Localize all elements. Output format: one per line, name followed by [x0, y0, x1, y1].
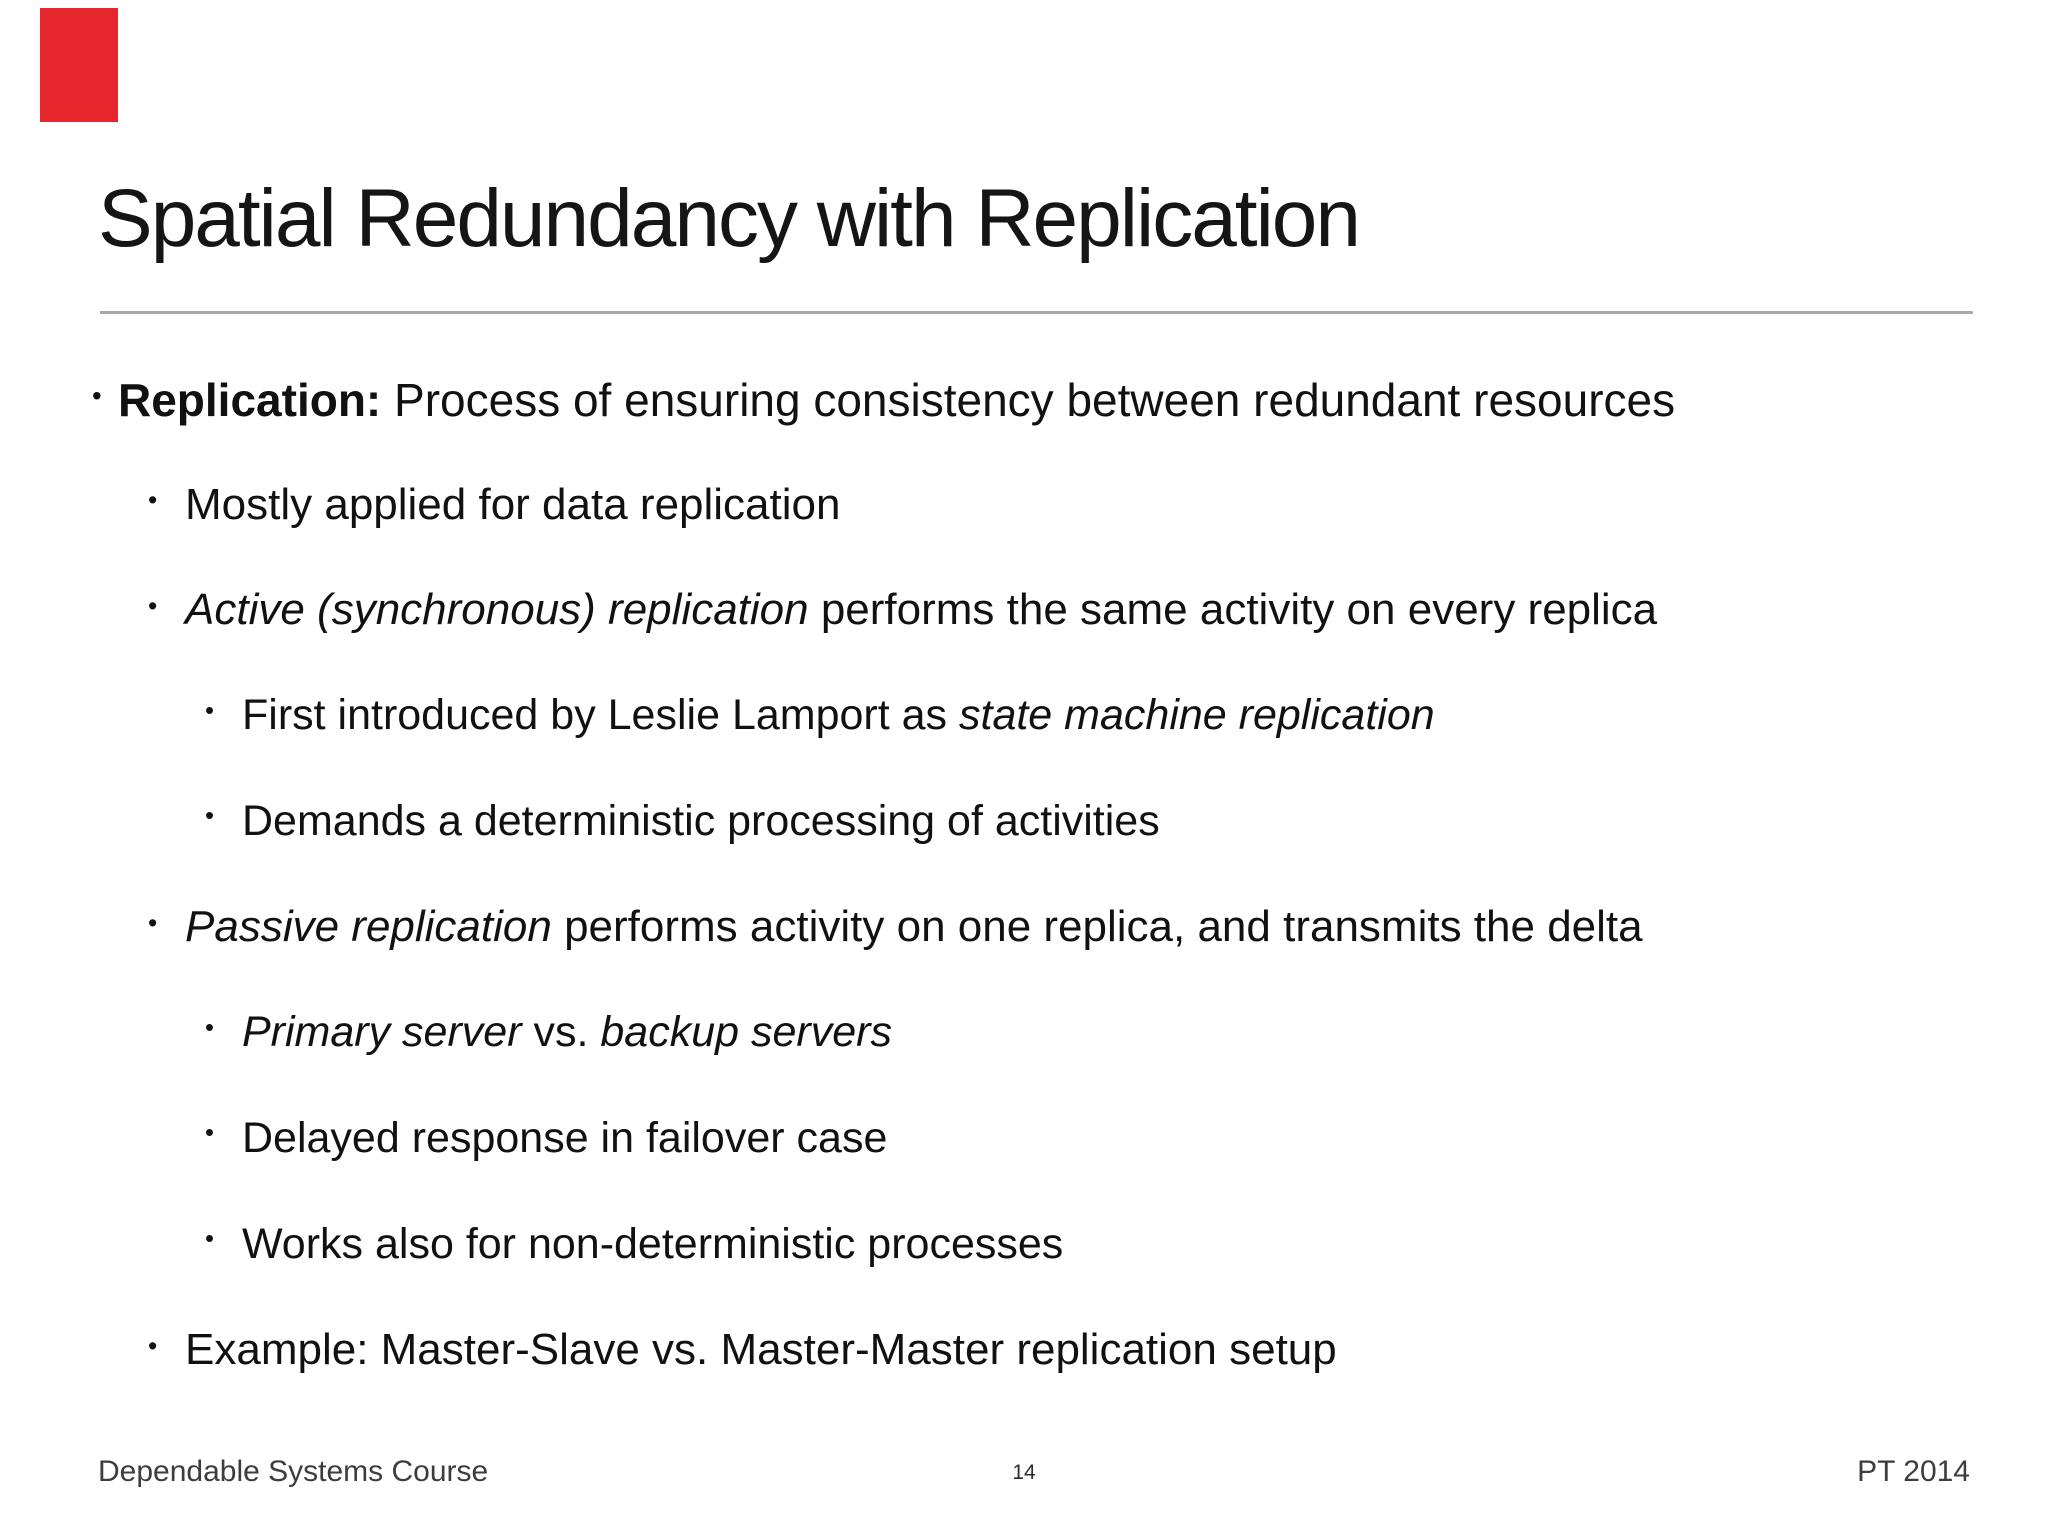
bullet-text: Replication: Process of ensuring consist… — [118, 374, 1675, 427]
text-run: Mostly applied for data replication — [185, 479, 841, 529]
accent-bar — [40, 8, 118, 122]
bullet-dot: • — [148, 485, 158, 516]
text-run: Delayed response in failover case — [242, 1113, 888, 1162]
bullet-text: Active (synchronous) replication perform… — [185, 585, 1657, 636]
text-run: performs activity on one replica, and tr… — [551, 902, 1643, 952]
bullet-dot: • — [148, 908, 158, 939]
bullet-text: Primary server vs. backup servers — [242, 1008, 892, 1057]
bullet-item: • Example: Master-Slave vs. Master-Master… — [0, 1325, 2048, 1431]
page-number: 14 — [1012, 1461, 1036, 1484]
bullet-dot: • — [205, 696, 215, 725]
bullet-dot: • — [205, 1225, 215, 1254]
bullet-list: • Replication: Process of ensuring consis… — [0, 374, 2048, 1431]
bullet-item: • Works also for non-deterministic proces… — [0, 1220, 2048, 1326]
bullet-dot: • — [148, 591, 158, 622]
text-run: Active (synchronous) replication — [185, 585, 809, 635]
text-run: Process of ensuring consistency between … — [381, 374, 1676, 426]
bullet-item: • Mostly applied for data replication — [0, 480, 2048, 586]
text-run: Example: Master-Slave vs. Master-Master … — [185, 1325, 1337, 1375]
bullet-text: Delayed response in failover case — [242, 1114, 887, 1163]
bullet-text: Passive replication performs activity on… — [185, 902, 1643, 953]
text-run: vs. — [521, 1008, 601, 1057]
text-run: backup servers — [600, 1008, 892, 1057]
bullet-dot: • — [205, 802, 215, 831]
footer-author-year: PT 2014 — [1857, 1455, 1970, 1488]
text-run: state machine replication — [959, 691, 1435, 740]
text-run: Demands a deterministic processing of ac… — [242, 796, 1160, 845]
bullet-text: Works also for non-deterministic process… — [242, 1220, 1063, 1269]
footer-course-label: Dependable Systems Course — [98, 1455, 489, 1488]
text-run: Passive replication — [185, 902, 552, 952]
text-run: performs the same activity on every repl… — [808, 585, 1658, 635]
title-divider — [100, 311, 1973, 314]
text-run: Replication: — [118, 374, 382, 426]
bullet-item: • First introduced by Leslie Lamport as s… — [0, 691, 2048, 797]
bullet-item: • Active (synchronous) replication perfor… — [0, 585, 2048, 691]
bullet-dot: • — [205, 1013, 215, 1042]
text-run: First introduced by Leslie Lamport as — [242, 691, 959, 740]
bullet-item: • Passive replication performs activity o… — [0, 902, 2048, 1008]
text-run: Works also for non-deterministic process… — [242, 1219, 1064, 1268]
page-title: Spatial Redundancy with Replication — [98, 173, 1361, 264]
bullet-text: Mostly applied for data replication — [185, 480, 840, 531]
bullet-item: • Replication: Process of ensuring consis… — [0, 374, 2048, 480]
bullet-dot: • — [148, 1330, 158, 1361]
bullet-dot: • — [205, 1119, 215, 1148]
bullet-item: • Delayed response in failover case — [0, 1114, 2048, 1220]
bullet-item: • Demands a deterministic processing of a… — [0, 797, 2048, 903]
bullet-dot: • — [92, 380, 102, 412]
bullet-text: First introduced by Leslie Lamport as st… — [242, 691, 1435, 740]
text-run: Primary server — [242, 1008, 522, 1057]
bullet-text: Demands a deterministic processing of ac… — [242, 797, 1160, 846]
bullet-item: • Primary server vs. backup servers — [0, 1008, 2048, 1114]
bullet-text: Example: Master-Slave vs. Master-Master … — [185, 1325, 1337, 1376]
